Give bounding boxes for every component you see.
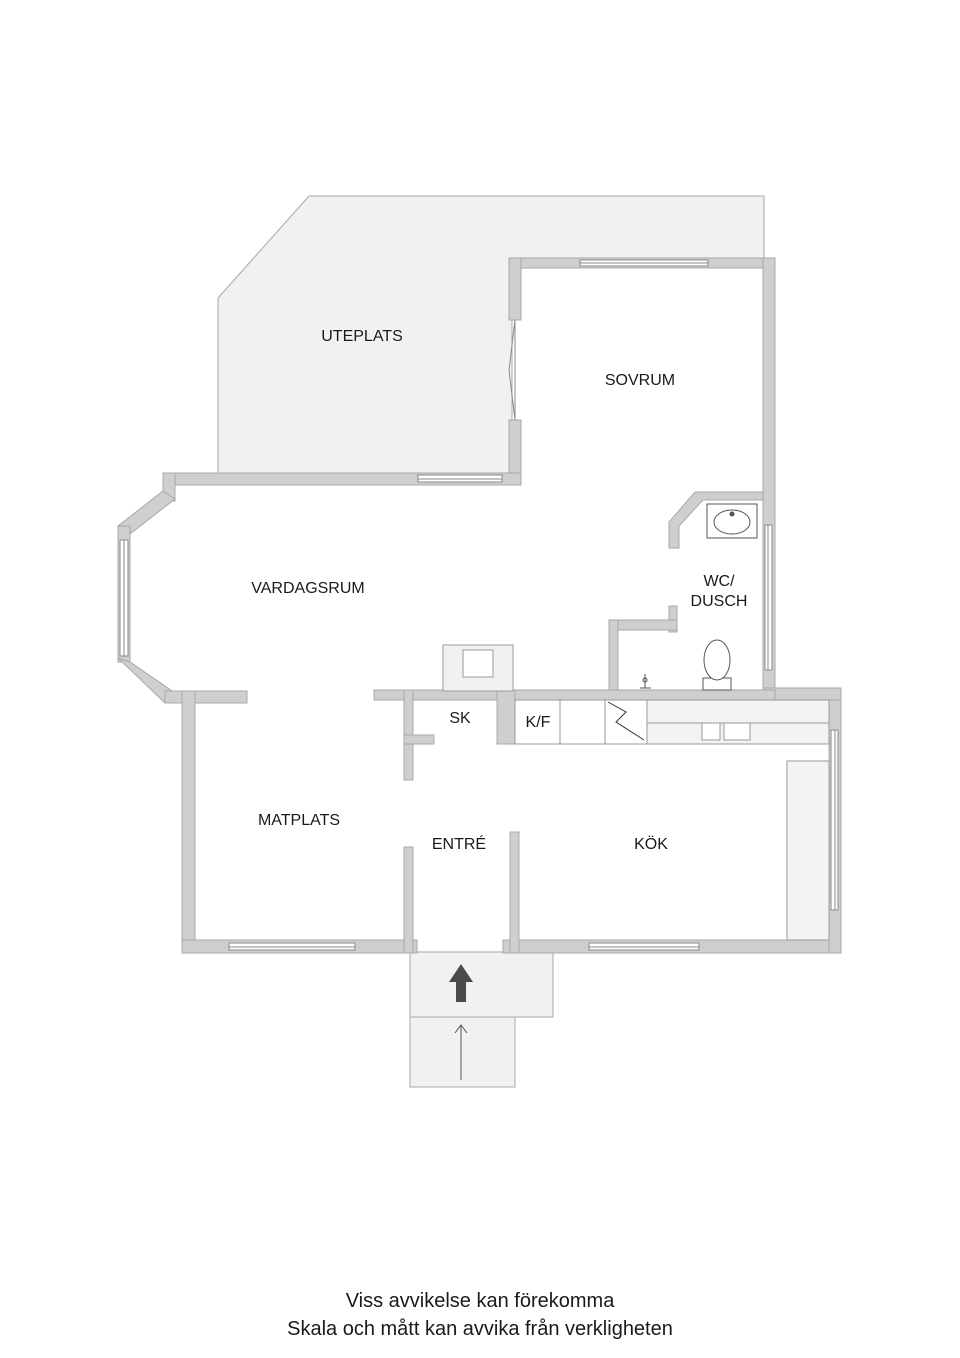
kitchen-counters [514, 699, 830, 941]
entrance-landing [409, 951, 554, 1018]
electric-panel-icon [607, 701, 645, 741]
kf-label: K/F [526, 714, 551, 731]
interior-walls [373, 491, 776, 781]
sovrum-label: SOVRUM [605, 372, 675, 389]
entry-arrow-icon [449, 964, 473, 1002]
fireplace [442, 644, 514, 692]
sink-icon [706, 503, 758, 539]
kok-label: KÖK [634, 835, 668, 853]
entre-label: ENTRÉ [432, 834, 486, 853]
uteplats-label: UTEPLATS [321, 328, 403, 345]
windows [119, 259, 839, 951]
wc-label-line2: DUSCH [691, 593, 748, 610]
stair-arrow-icon [454, 1024, 468, 1080]
sk-label: SK [449, 710, 471, 727]
matplats-label: MATPLATS [258, 812, 340, 829]
vardagsrum-label: VARDAGSRUM [251, 580, 365, 597]
shower-icon [640, 674, 651, 689]
footer-disclaimer-line2: Skala och mått kan avvika från verklighe… [287, 1318, 673, 1340]
patio-door [508, 319, 516, 421]
toilet-icon [702, 639, 732, 691]
patio-area [217, 195, 765, 479]
entrance-steps [409, 1016, 516, 1088]
footer-disclaimer-line1: Viss avvikelse kan förekomma [345, 1290, 615, 1312]
wc-label-line1: WC/ [703, 573, 735, 590]
